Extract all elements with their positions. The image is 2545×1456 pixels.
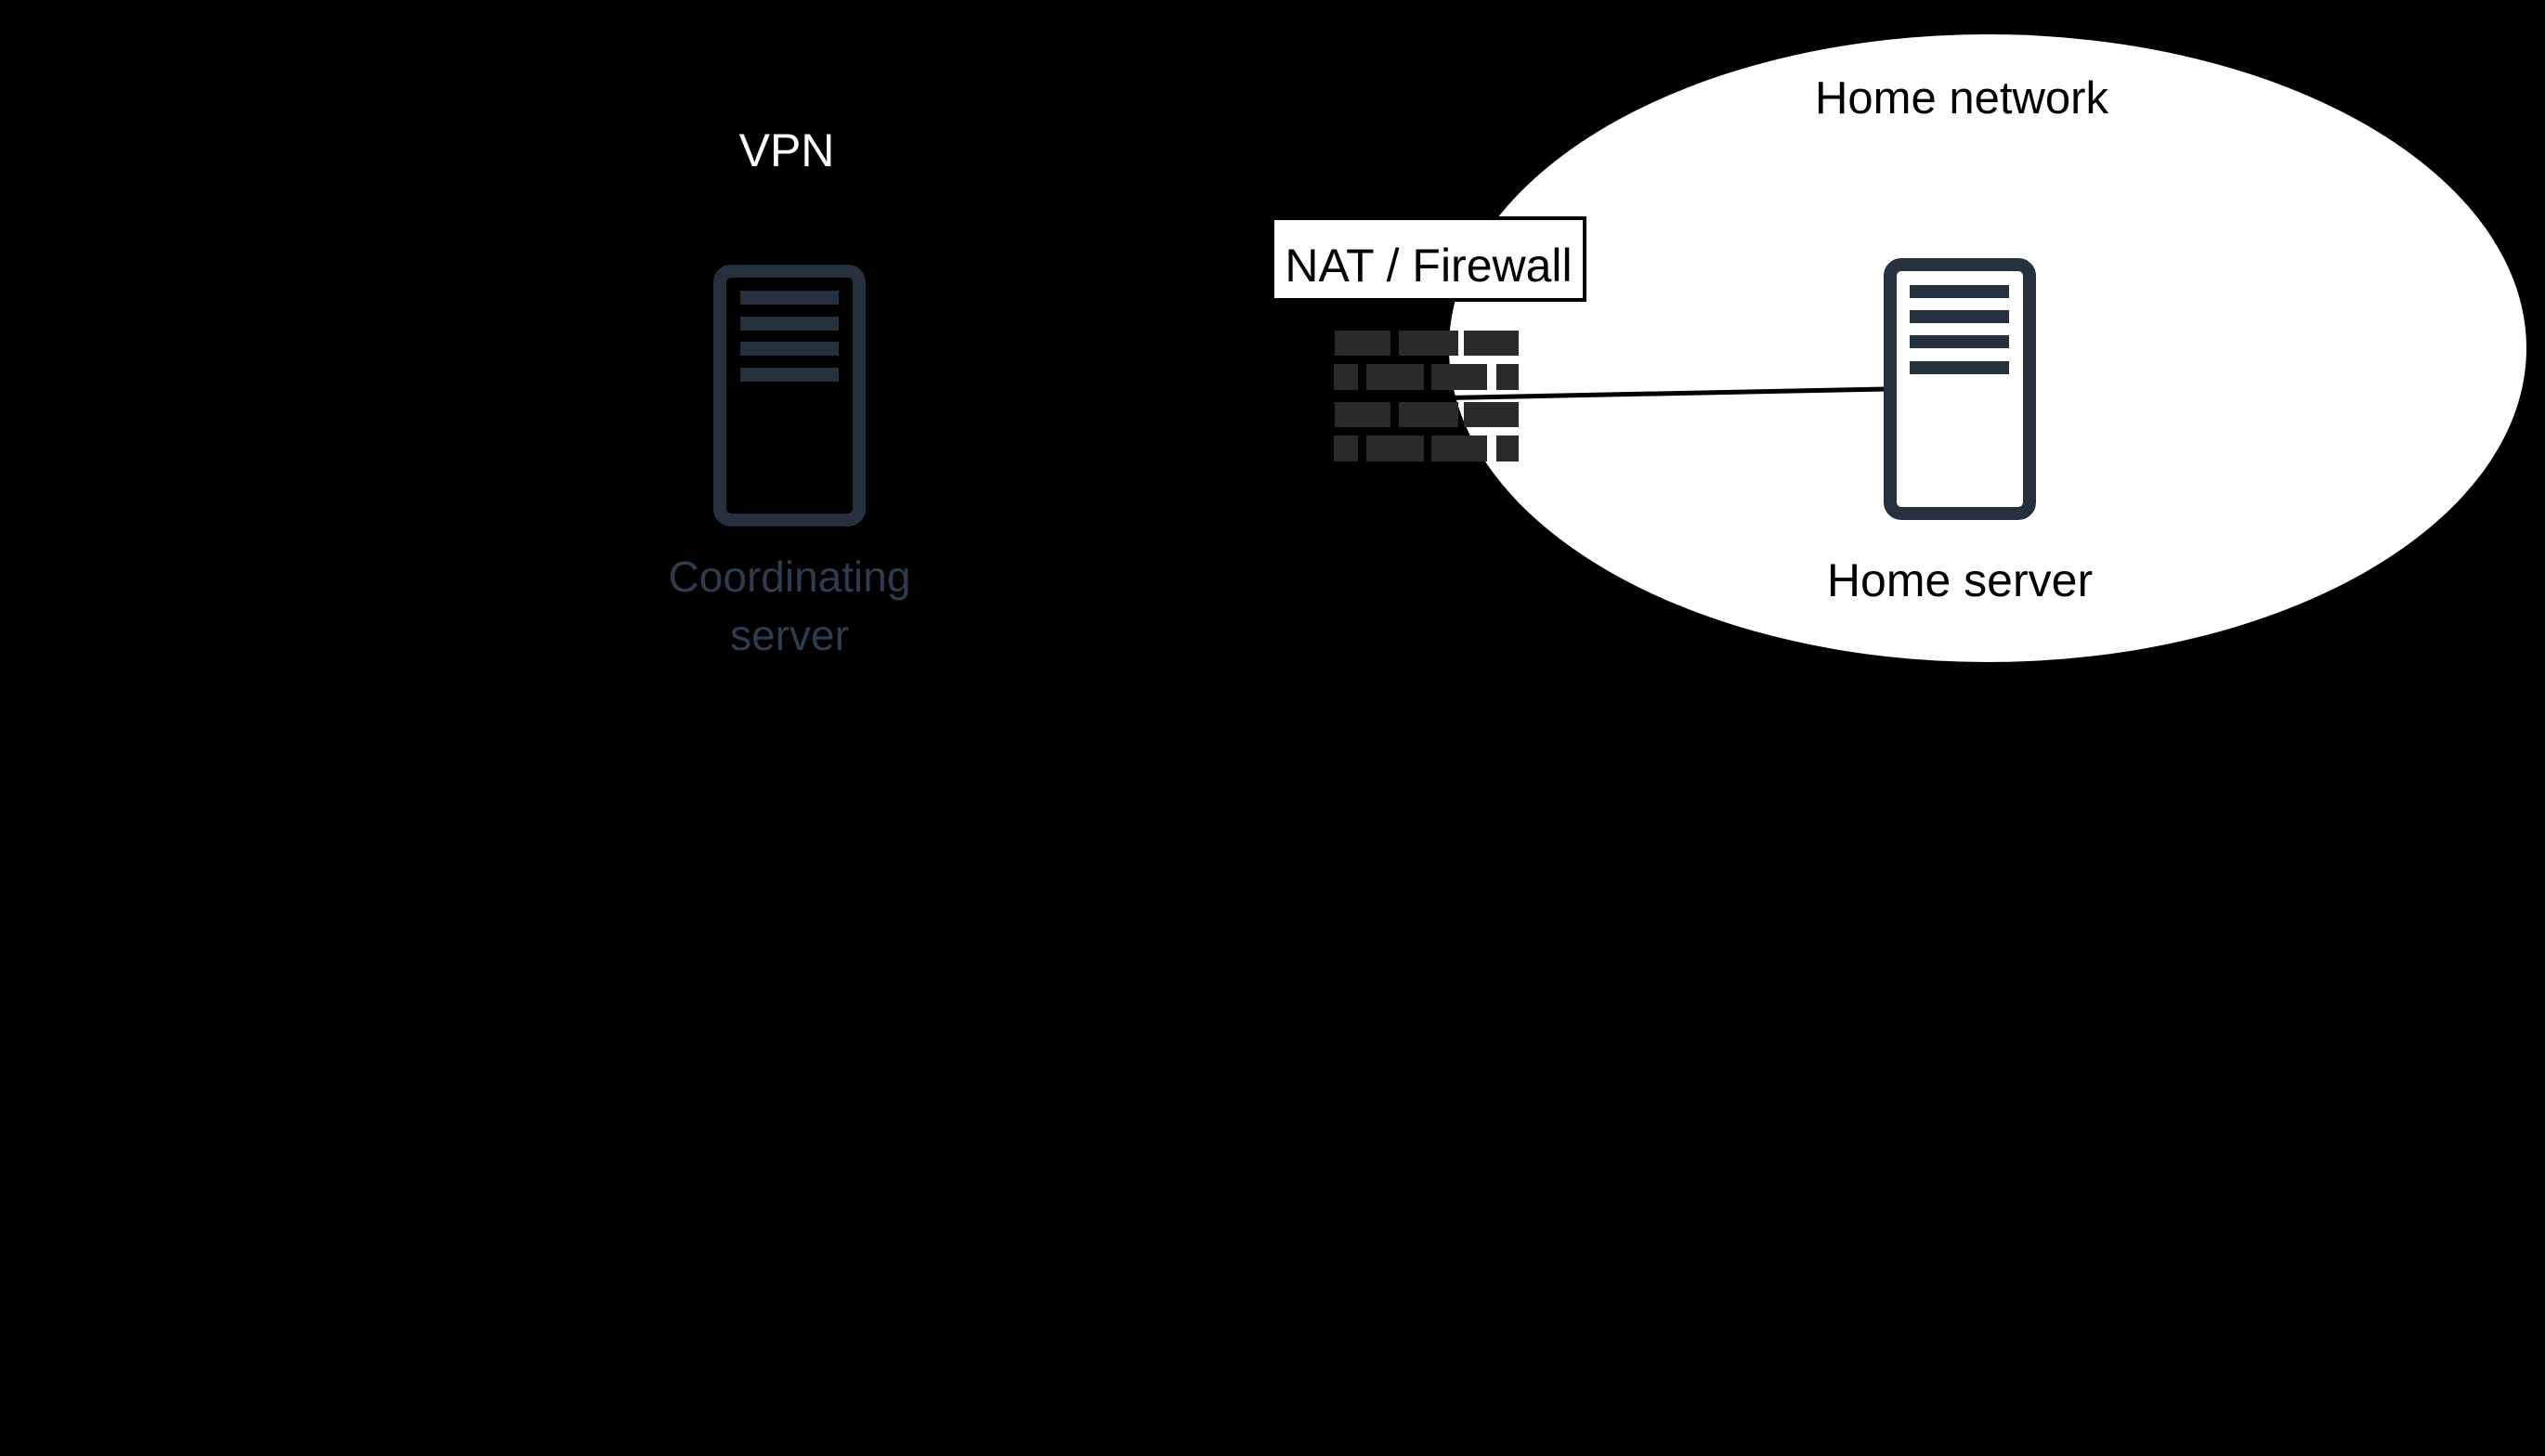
coordinating-server-label-line2: server xyxy=(730,611,849,659)
firewall-brick xyxy=(1431,436,1487,462)
coordinating-server-slots xyxy=(740,291,839,382)
firewall-brick xyxy=(1464,402,1519,427)
firewall-icon xyxy=(1334,331,1519,462)
firewall-brick xyxy=(1366,364,1424,390)
server-slot xyxy=(740,291,839,305)
server-slot xyxy=(740,342,839,356)
firewall-brick xyxy=(1464,331,1519,356)
home-network-label: Home network xyxy=(1815,73,2108,124)
firewall-brick xyxy=(1496,436,1519,462)
connection-line xyxy=(1423,386,1886,401)
firewall-brick xyxy=(1496,364,1519,390)
home-server-label: Home server xyxy=(1827,554,2093,606)
firewall-brick xyxy=(1431,364,1487,390)
coordinating-server-icon xyxy=(713,265,866,526)
server-slot xyxy=(1910,285,2009,298)
coordinating-server-label-line1: Coordinating xyxy=(669,552,911,601)
home-server-body xyxy=(1884,258,2036,520)
vpn-label: VPN xyxy=(739,124,835,176)
firewall-brick xyxy=(1366,436,1424,462)
firewall-brick xyxy=(1399,331,1458,356)
nat-firewall-label-box xyxy=(1271,216,1586,302)
firewall-brick xyxy=(1399,402,1458,427)
firewall-brick xyxy=(1335,331,1390,356)
firewall-brick xyxy=(1335,402,1390,427)
server-slot xyxy=(740,368,839,382)
coordinating-server-body xyxy=(713,265,866,526)
server-slot xyxy=(1910,335,2009,348)
home-server-icon xyxy=(1884,258,2036,520)
firewall-brick xyxy=(1334,436,1358,462)
server-slot xyxy=(740,317,839,331)
server-slot xyxy=(1910,361,2009,374)
nat-firewall-label: NAT / Firewall xyxy=(1285,240,1572,292)
home-server-slots xyxy=(1910,285,2009,374)
firewall-brick xyxy=(1334,364,1358,390)
server-slot xyxy=(1910,310,2009,323)
